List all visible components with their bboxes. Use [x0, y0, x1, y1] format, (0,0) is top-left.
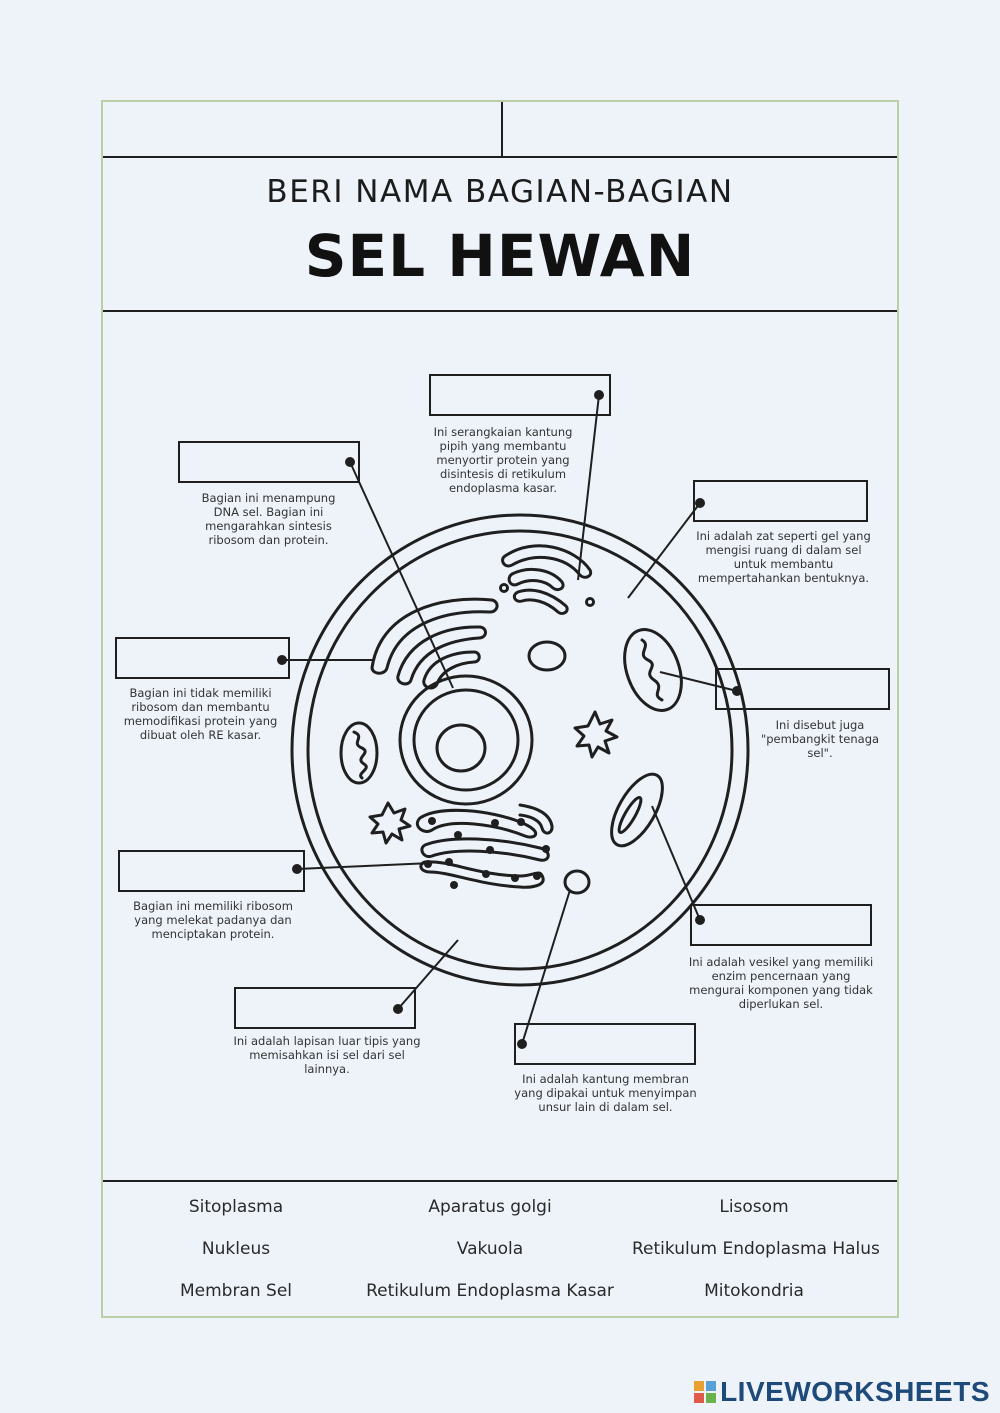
word-bank-item: Retikulum Endoplasma Kasar: [366, 1281, 614, 1301]
answer-vacuole[interactable]: [514, 1023, 696, 1065]
word-bank-item: Lisosom: [719, 1197, 789, 1217]
cell-membrane-inner: [306, 529, 734, 971]
name-field[interactable]: [103, 102, 501, 156]
leader-nucleus: [349, 461, 454, 689]
header-line: [103, 156, 897, 158]
ribosomes: [424, 817, 550, 889]
centriole-right: [573, 710, 619, 759]
word-bank-item: Sitoplasma: [188, 1197, 284, 1217]
desc-cytoplasm: Ini adalah zat seperti gel yang mengisi …: [696, 529, 871, 585]
desc-golgi: Ini serangkaian kantung pipih yang memba…: [433, 425, 573, 495]
worksheet: BERI NAMA BAGIAN-BAGIAN SEL HEWAN: [101, 100, 899, 1318]
word-bank-item: Membran Sel: [179, 1281, 293, 1301]
answer-membrane[interactable]: [234, 987, 416, 1029]
leader-cytoplasm: [627, 502, 701, 599]
desc-lysosome: Ini adalah vesikel yang memiliki enzim p…: [688, 955, 874, 1011]
nuclear-envelope-inner: [412, 688, 520, 792]
smooth-er: [370, 597, 499, 675]
word-bank-line: [103, 1180, 897, 1182]
nuclear-envelope-outer: [398, 674, 534, 806]
answer-rough-er[interactable]: [118, 850, 305, 892]
leader-lysosome: [651, 805, 701, 921]
vacuole-small: [563, 869, 591, 895]
desc-vacuole: Ini adalah kantung membran yang dipakai …: [514, 1072, 697, 1114]
lysosome: [610, 772, 664, 848]
golgi-apparatus: [501, 544, 593, 579]
word-bank-item: Mitokondria: [704, 1281, 804, 1301]
word-bank-item: Aparatus golgi: [428, 1197, 552, 1217]
vacuole-large: [527, 640, 567, 672]
rough-er: [415, 808, 538, 839]
answer-lysosome[interactable]: [690, 904, 872, 946]
title-line: [103, 310, 897, 312]
liveworksheets-logo: LIVEWORKSHEETS: [694, 1376, 990, 1408]
leader-rough-er: [296, 862, 433, 870]
answer-nucleus[interactable]: [178, 441, 360, 483]
cell-membrane-outer: [290, 513, 750, 987]
word-bank-item: Retikulum Endoplasma Halus: [632, 1239, 880, 1259]
desc-rough-er: Bagian ini memiliki ribosom yang melekat…: [133, 899, 293, 941]
desc-nucleus: Bagian ini menampung DNA sel. Bagian ini…: [201, 491, 336, 547]
desc-membrane: Ini adalah lapisan luar tipis yang memis…: [233, 1034, 421, 1076]
answer-cytoplasm[interactable]: [693, 480, 868, 522]
brand-name: LIVEWORKSHEETS: [720, 1376, 990, 1407]
leader-golgi: [577, 394, 600, 581]
worksheet-title: SEL HEWAN: [304, 222, 696, 290]
nucleolus: [435, 723, 487, 773]
mitochondrion-left: [339, 721, 379, 785]
answer-smooth-er[interactable]: [115, 637, 290, 679]
mitochondrion-right: [623, 628, 683, 712]
word-bank-item: Nukleus: [201, 1239, 271, 1259]
centriole-left: [368, 801, 412, 845]
class-field[interactable]: [503, 102, 897, 156]
brand-grid-icon: [694, 1381, 717, 1403]
desc-smooth-er: Bagian ini tidak memiliki ribosom dan me…: [123, 686, 278, 742]
worksheet-subtitle: BERI NAMA BAGIAN-BAGIAN: [266, 174, 734, 210]
answer-mitochondria[interactable]: [715, 668, 890, 710]
word-bank-item: Vakuola: [456, 1239, 524, 1259]
header-divider: [501, 102, 503, 156]
leader-vacuole: [521, 889, 571, 1045]
answer-golgi[interactable]: [429, 374, 611, 416]
desc-mitochondria: Ini disebut juga "pembangkit tenaga sel"…: [760, 718, 880, 760]
